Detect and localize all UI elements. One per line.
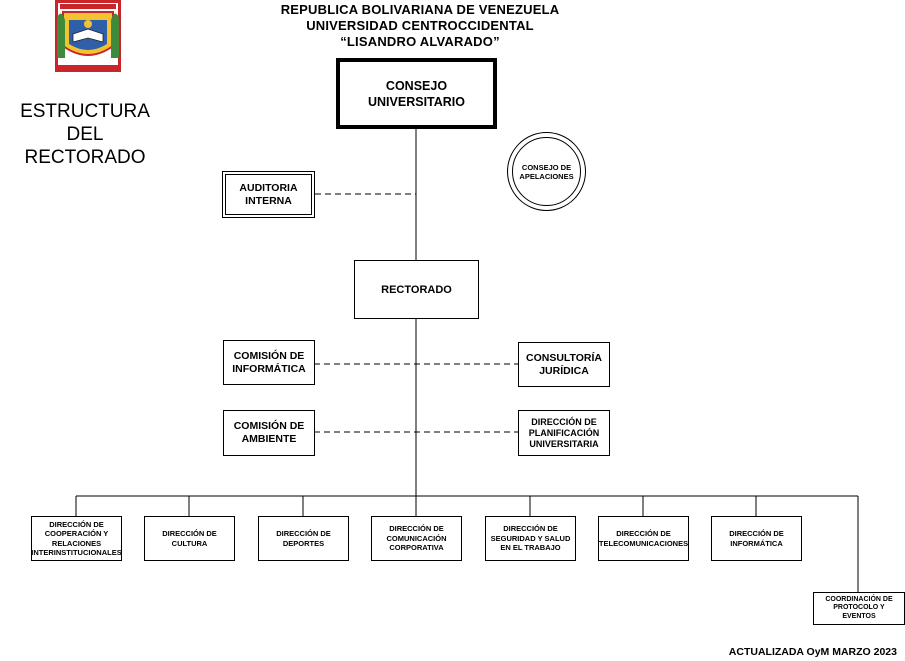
node-consejo-universitario: CONSEJO UNIVERSITARIO — [336, 58, 497, 129]
page-title: ESTRUCTURA DEL RECTORADO — [20, 101, 150, 168]
node-auditoria-interna: AUDITORIA INTERNA — [222, 171, 315, 218]
node-comision-informatica: COMISIÓN DE INFORMÁTICA — [223, 340, 315, 385]
node-consultoria-juridica: CONSULTORÍA JURÍDICA — [518, 342, 610, 387]
header-line-3: “LISANDRO ALVARADO” — [340, 34, 500, 49]
header-line-1: REPUBLICA BOLIVARIANA DE VENEZUELA — [280, 2, 560, 17]
ucla-logo-icon — [55, 0, 121, 72]
node-rectorado: RECTORADO — [354, 260, 479, 319]
header-line-2: UNIVERSIDAD CENTROCCIDENTAL — [306, 18, 534, 33]
node-coordinacion-protocolo: COORDINACIÓN DE PROTOCOLO Y EVENTOS — [813, 592, 905, 625]
node-consejo-apelaciones: CONSEJO DE APELACIONES — [507, 132, 586, 211]
node-comision-ambiente: COMISIÓN DE AMBIENTE — [223, 410, 315, 456]
node-direccion-planificacion: DIRECCIÓN DE PLANIFICACIÓN UNIVERSITARIA — [518, 410, 610, 456]
updated-footer: ACTUALIZADA OyM MARZO 2023 — [728, 646, 897, 658]
